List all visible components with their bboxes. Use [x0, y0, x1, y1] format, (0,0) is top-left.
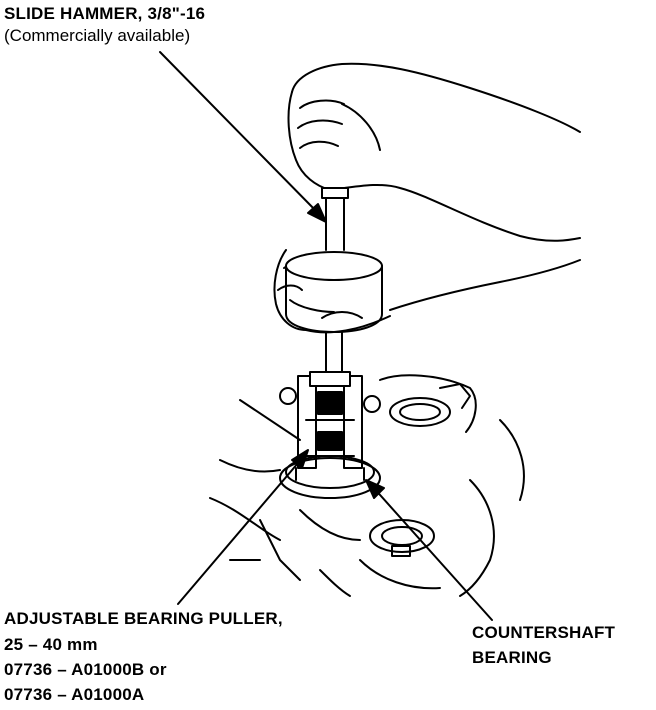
- bearing-puller-leader: [177, 449, 309, 605]
- countershaft-leader: [365, 479, 493, 621]
- bearing-puller-icon: [279, 371, 381, 481]
- bearing-puller-label: ADJUSTABLE BEARING PULLER,: [4, 609, 283, 628]
- slide-hammer-sublabel: (Commercially available): [4, 26, 191, 45]
- hand-icon: [273, 62, 581, 334]
- slide-hammer-label: SLIDE HAMMER, 3/8"-16: [4, 4, 206, 23]
- countershaft-label: COUNTERSHAFT: [472, 623, 616, 642]
- transmission-case-icon: [209, 374, 525, 597]
- slide-hammer-leader: [159, 51, 327, 223]
- countershaft-bearing-label: BEARING: [472, 648, 552, 667]
- bearing-puller-part-a: 07736 – A01000A: [4, 685, 145, 704]
- bearing-puller-part-b: 07736 – A01000B or: [4, 660, 167, 679]
- slide-hammer-icon: [285, 187, 383, 379]
- bearing-puller-size: 25 – 40 mm: [4, 635, 98, 654]
